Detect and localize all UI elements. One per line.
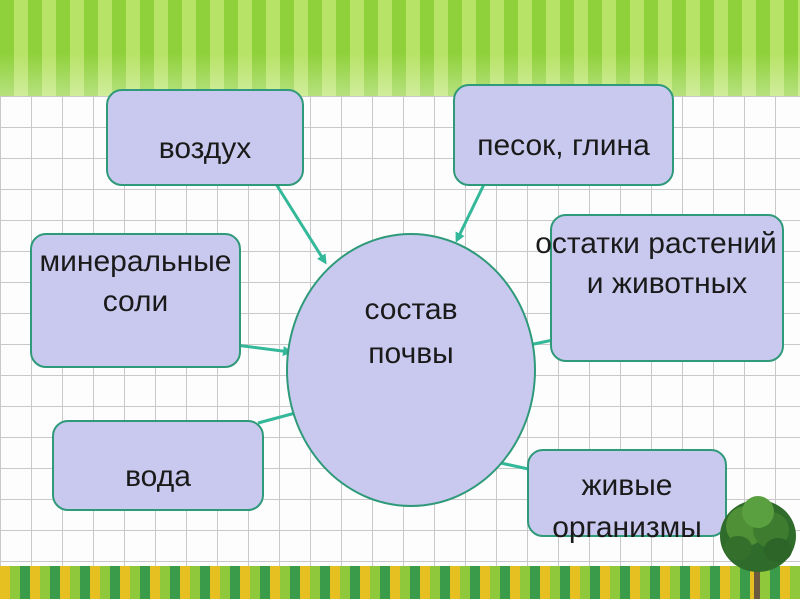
header-fade	[0, 0, 800, 96]
label-center-line1: состав	[364, 293, 458, 326]
box-air	[106, 89, 304, 186]
label-air: воздух	[158, 132, 252, 165]
label-minerals-line2: соли	[102, 285, 169, 318]
green-striped-header	[0, 0, 800, 96]
box-organisms	[527, 449, 727, 537]
tree-icon	[720, 496, 796, 599]
box-remains	[550, 214, 784, 362]
label-sand-clay: песок, глина	[477, 129, 650, 162]
label-remains-line2: и животных	[586, 267, 748, 300]
center-ellipse	[286, 233, 536, 507]
box-minerals	[30, 233, 241, 368]
label-water: вода	[125, 460, 191, 493]
label-remains-line1: остатки растений	[535, 227, 777, 260]
label-center-line2: почвы	[368, 337, 454, 370]
label-organisms-line1: живые	[581, 469, 673, 502]
label-minerals-line1: минеральные	[39, 245, 232, 278]
grass-footer-band	[0, 566, 800, 599]
label-organisms-line2: организмы	[552, 511, 702, 544]
box-water	[52, 420, 264, 511]
box-sand-clay	[453, 84, 674, 186]
